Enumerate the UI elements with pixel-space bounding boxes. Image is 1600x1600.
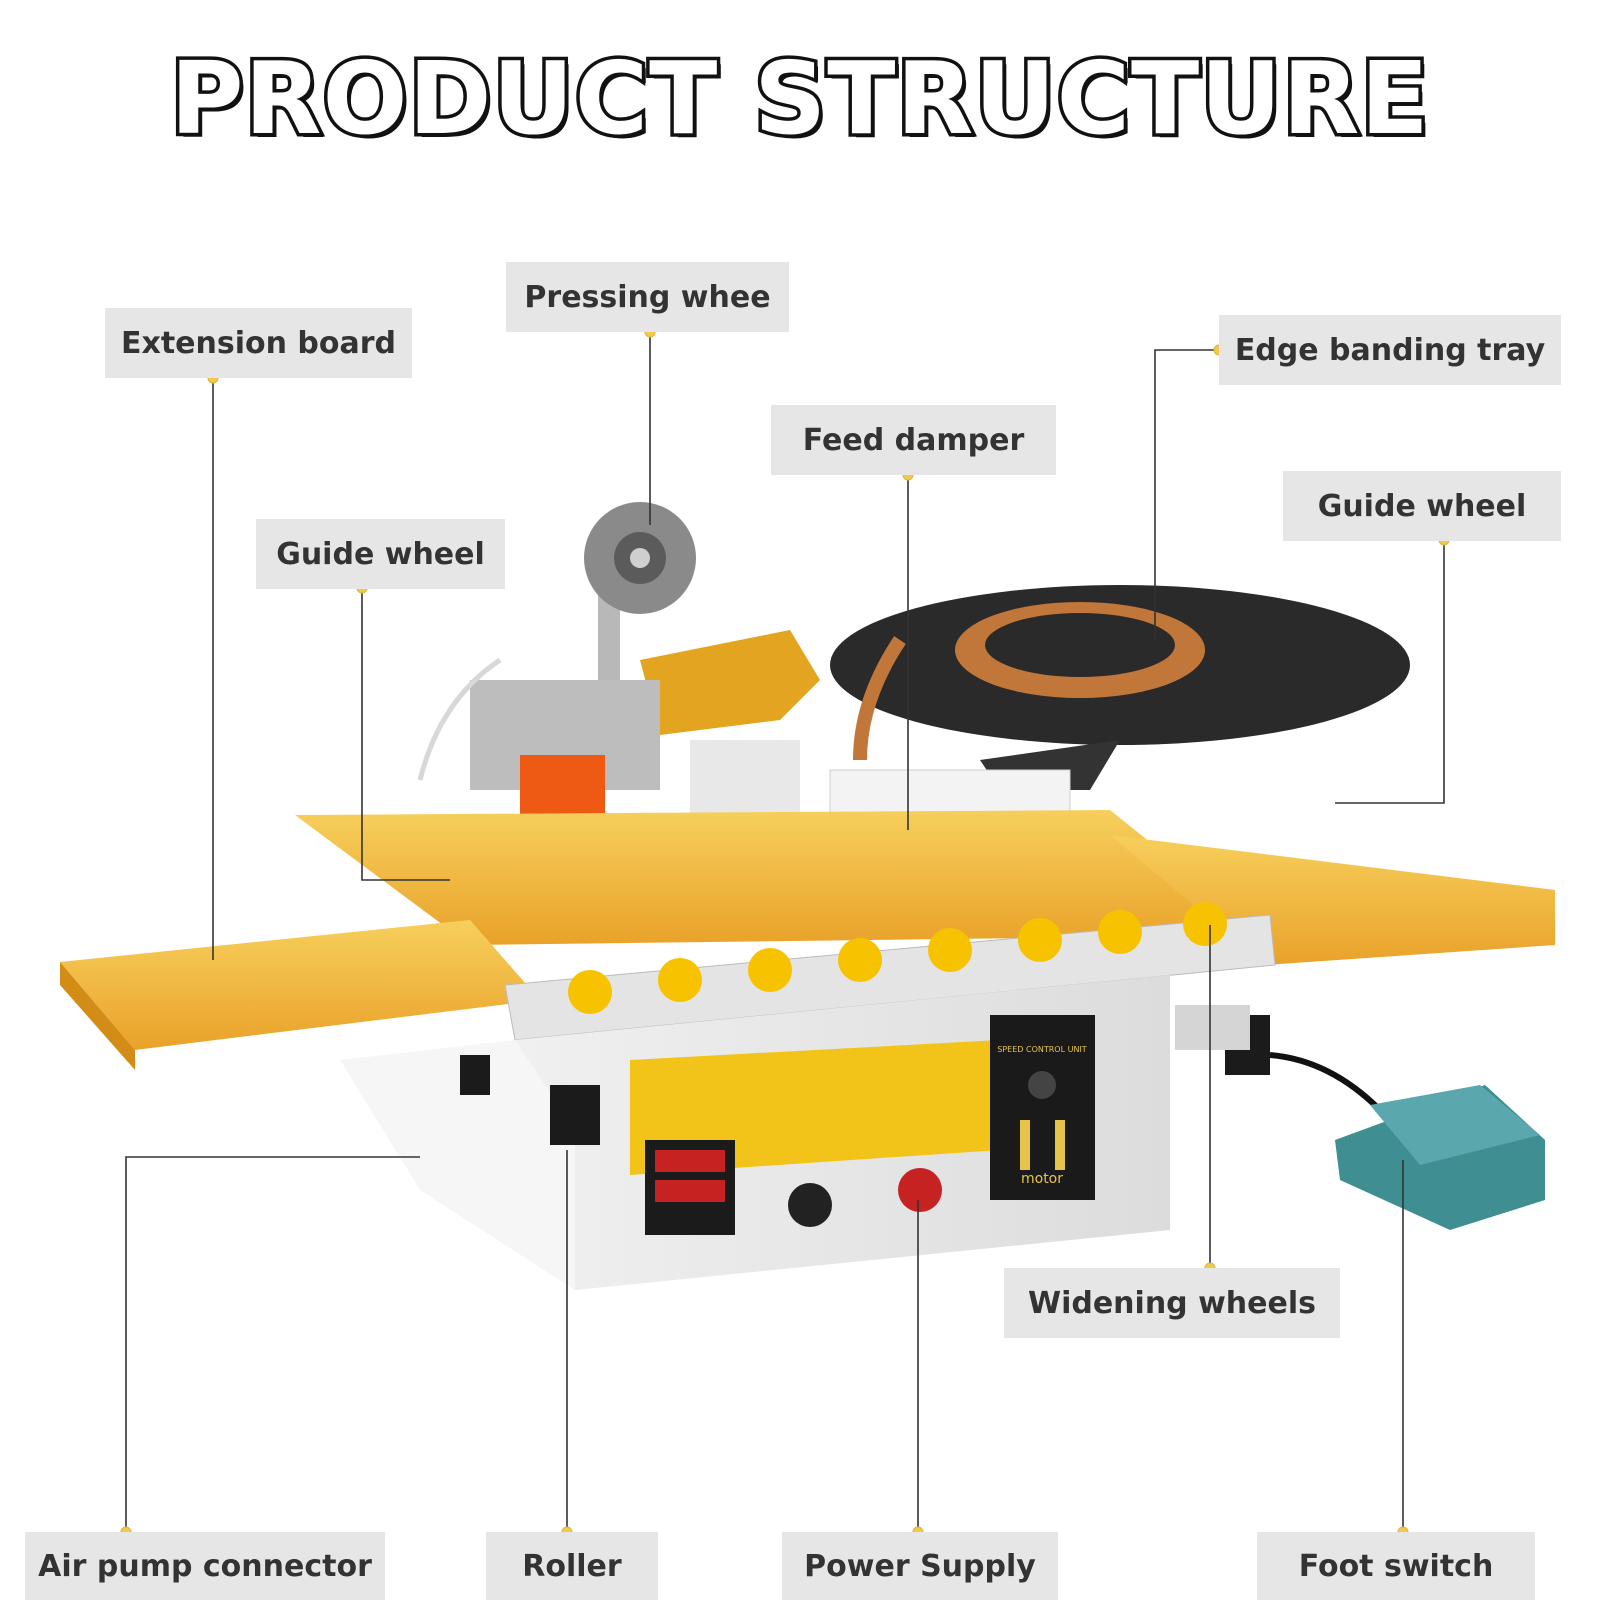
label-feed-damper: Feed damper xyxy=(771,405,1056,475)
pressing-wheel-shape xyxy=(584,502,696,740)
extension-board-left-shape xyxy=(60,920,540,1050)
extension-board-right-shape xyxy=(1110,835,1555,965)
edge-banding-tray-shape xyxy=(830,585,1410,790)
page-title: PRODUCT STRUCTURE xyxy=(167,37,1432,161)
label-roller: Roller xyxy=(486,1532,658,1600)
label-air-pump-connector: Air pump connector xyxy=(25,1532,385,1600)
callout-lines xyxy=(125,332,1445,1580)
label-widening-wheels: Widening wheels xyxy=(1004,1268,1340,1338)
foot-switch-shape xyxy=(1335,1085,1545,1230)
label-foot-switch: Foot switch xyxy=(1257,1532,1535,1600)
speed-unit-text: SPEED CONTROL UNIT xyxy=(997,1045,1087,1054)
label-extension-board: Extension board xyxy=(105,308,412,378)
widening-wheels-shape xyxy=(568,902,1227,1014)
label-edge-banding-tray: Edge banding tray xyxy=(1219,315,1561,385)
label-guide-wheel-right: Guide wheel xyxy=(1283,471,1561,541)
label-guide-wheel-left: Guide wheel xyxy=(256,519,505,589)
speed-control-unit-shape: SPEED CONTROL UNIT motor xyxy=(990,1015,1095,1200)
label-pressing-wheel: Pressing whee xyxy=(506,262,789,332)
motor-text: motor xyxy=(1021,1171,1063,1187)
label-power-supply: Power Supply xyxy=(782,1532,1058,1600)
